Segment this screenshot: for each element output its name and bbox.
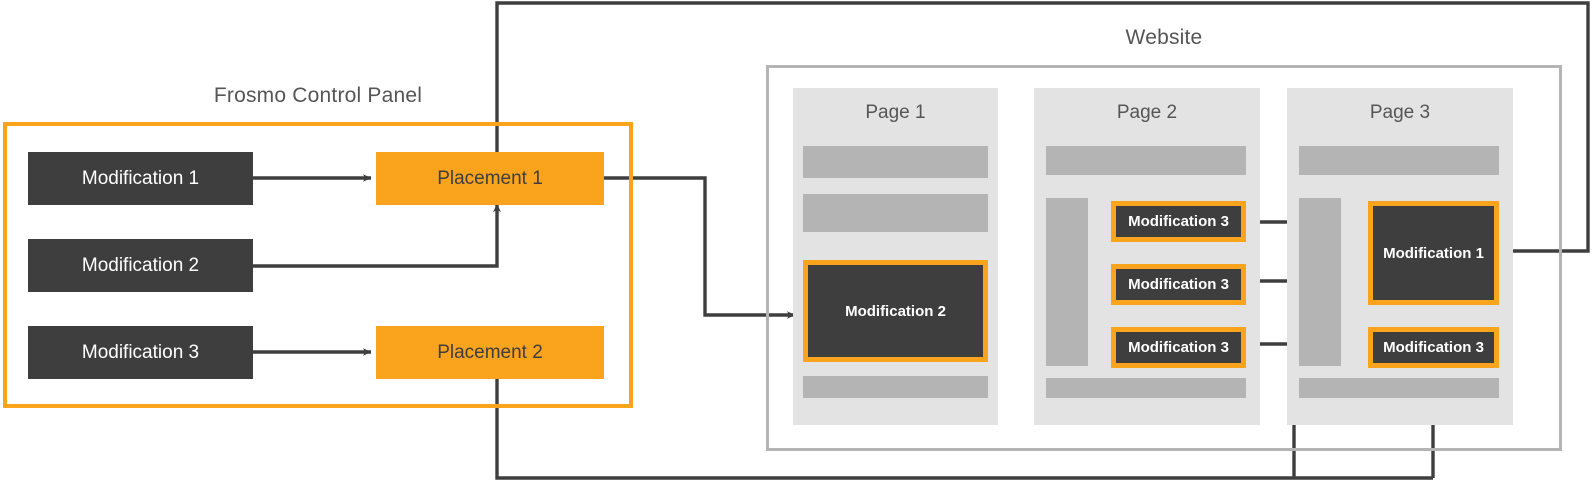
page-3-content-bar-1 — [1299, 146, 1499, 175]
page-2-content-bar-1 — [1046, 146, 1246, 175]
page-1: Page 1 Modification 2 — [793, 88, 998, 425]
control-panel-title: Frosmo Control Panel — [213, 84, 423, 107]
page-3-title: Page 3 — [1369, 102, 1431, 123]
page-2-modification-3-a[interactable]: Modification 3 — [1111, 201, 1246, 242]
page-2-modification-3-c[interactable]: Modification 3 — [1111, 327, 1246, 368]
control-panel-placement-2[interactable]: Placement 2 — [376, 326, 604, 379]
modification-label: Modification 1 — [81, 167, 200, 189]
modification-label: Modification 3 — [1128, 339, 1229, 356]
page-3-modification-3[interactable]: Modification 3 — [1368, 327, 1499, 368]
placement-label: Placement 1 — [437, 167, 543, 189]
control-panel-modification-2[interactable]: Modification 2 — [28, 239, 253, 292]
page-1-title: Page 1 — [865, 102, 926, 123]
page-3-sidebar-bar — [1299, 198, 1341, 366]
modification-label: Modification 2 — [81, 254, 200, 276]
website-frame — [766, 65, 1562, 451]
page-2: Page 2 Modification 3 Modification 3 Mod… — [1034, 88, 1260, 425]
page-1-content-bar-3 — [803, 376, 988, 398]
page-3-content-bar-2 — [1299, 378, 1499, 398]
page-2-title: Page 2 — [1116, 102, 1178, 123]
modification-label: Modification 3 — [1128, 276, 1229, 293]
placement-label: Placement 2 — [437, 341, 543, 363]
page-2-modification-3-b[interactable]: Modification 3 — [1111, 264, 1246, 305]
modification-label: Modification 2 — [845, 302, 946, 320]
modification-label: Modification 3 — [1128, 213, 1229, 230]
page-3: Page 3 Modification 1 Modification 3 — [1287, 88, 1513, 425]
page-1-content-bar-1 — [803, 146, 988, 178]
control-panel-placement-1[interactable]: Placement 1 — [376, 152, 604, 205]
page-2-content-bar-2 — [1046, 378, 1246, 398]
modification-label: Modification 3 — [81, 341, 200, 363]
modification-label: Modification 1 — [1383, 244, 1484, 262]
website-title: Website — [1125, 26, 1203, 49]
control-panel-modification-3[interactable]: Modification 3 — [28, 326, 253, 379]
control-panel-modification-1[interactable]: Modification 1 — [28, 152, 253, 205]
page-3-modification-1[interactable]: Modification 1 — [1368, 201, 1499, 305]
modification-label: Modification 3 — [1383, 339, 1484, 356]
page-1-modification-2[interactable]: Modification 2 — [803, 260, 988, 362]
page-2-sidebar-bar — [1046, 198, 1088, 366]
page-1-content-bar-2 — [803, 194, 988, 232]
control-panel-frame — [3, 122, 633, 408]
